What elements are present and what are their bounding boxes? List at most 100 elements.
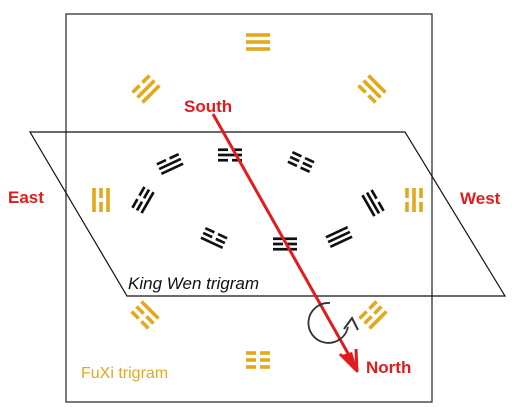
rotation-arrow-icon: [307, 302, 349, 344]
king-wen-trigram-line-solid: [140, 191, 155, 214]
king-wen-trigram-line-broken: [131, 198, 139, 209]
south-label: South: [184, 97, 232, 116]
king-wen-plane: [28, 131, 507, 297]
fuxi-trigram-line-broken: [405, 202, 409, 212]
fuxi-trigram-line-broken: [246, 358, 256, 362]
king-wen-trigram-lower-right: [325, 225, 353, 249]
fuxi-trigram-left: [92, 188, 110, 212]
king-wen-trigram-line-solid: [160, 162, 184, 176]
fuxi-trigram-line-broken: [99, 188, 103, 198]
fuxi-trigram-line-broken: [367, 94, 377, 104]
fuxi-trigram-line-broken: [419, 202, 423, 212]
king-wen-trigram-line-solid: [218, 153, 242, 157]
king-wen-trigram-upper-left: [156, 152, 184, 176]
fuxi-trigram-top: [246, 33, 270, 51]
king-wen-trigram-line-solid: [361, 194, 376, 217]
fuxi-trigram-line-broken: [260, 358, 270, 362]
fuxi-trigram-line-broken: [130, 310, 140, 320]
fuxi-trigram-line-solid: [246, 47, 270, 51]
fuxi-frame: [65, 13, 433, 403]
king-wen-trigram-left: [131, 186, 155, 214]
fuxi-trigram-line-solid: [136, 79, 156, 99]
fuxi-trigram-line-broken: [373, 305, 383, 315]
fuxi-trigram-line-broken: [135, 305, 145, 315]
fuxi-trigram-line-broken: [405, 188, 409, 198]
fuxi-caption: FuXi trigram: [81, 365, 168, 382]
king-wen-trigram-line-broken: [377, 201, 385, 212]
king-wen-trigram-line-broken: [291, 150, 302, 158]
fuxi-trigram-lower-left: [130, 300, 160, 330]
fuxi-trigram-line-broken: [140, 320, 150, 330]
fuxi-trigram-line-broken: [131, 84, 141, 94]
fuxi-trigram-line-solid: [246, 33, 270, 37]
fuxi-trigram-line-solid: [367, 74, 387, 94]
fuxi-trigram-line-broken: [363, 315, 373, 325]
king-wen-trigram-line-broken: [232, 148, 242, 152]
fuxi-trigram-right: [405, 188, 423, 212]
fuxi-trigram-line-broken: [260, 365, 270, 369]
fuxi-trigram-line-solid: [412, 188, 416, 212]
fuxi-trigram-line-broken: [141, 74, 151, 84]
fuxi-trigram-upper-left: [131, 74, 161, 104]
king-wen-trigram-line-broken: [287, 160, 298, 168]
fuxi-trigram-upper-right: [357, 74, 387, 104]
king-wen-trigram-line-broken: [204, 226, 215, 234]
fuxi-trigram-line-broken: [99, 202, 103, 212]
king-wen-caption: King Wen trigram: [128, 274, 259, 293]
king-wen-trigram-line-solid: [365, 191, 381, 215]
king-wen-trigram-line-broken: [302, 161, 313, 169]
king-wen-trigram-right: [361, 189, 385, 217]
fuxi-trigram-line-solid: [106, 188, 110, 212]
king-wen-trigram-line-broken: [273, 242, 283, 246]
king-wen-trigram-line-broken: [169, 152, 180, 160]
king-wen-trigram-line-broken: [289, 155, 300, 163]
north-label: North: [366, 358, 411, 377]
south-north-axis: [211, 113, 356, 365]
fuxi-trigram-bottom: [246, 351, 270, 369]
king-wen-trigram-line-broken: [135, 201, 144, 212]
fuxi-trigram-line-broken: [368, 300, 378, 310]
king-wen-trigram-line-broken: [300, 166, 311, 174]
king-wen-trigram-line-solid: [327, 230, 351, 244]
fuxi-trigram-line-broken: [145, 315, 155, 325]
king-wen-trigram-line-solid: [158, 157, 182, 171]
fuxi-trigram-line-solid: [140, 300, 160, 320]
fuxi-trigram-line-solid: [92, 188, 96, 212]
fuxi-trigram-lower-right: [358, 300, 388, 330]
fuxi-trigram-line-solid: [141, 84, 161, 104]
king-wen-trigram-line-broken: [218, 158, 228, 162]
king-wen-trigram-upper-right: [287, 150, 315, 174]
king-wen-trigram-line-broken: [142, 188, 151, 199]
east-label: East: [8, 188, 44, 207]
fuxi-trigram-line-solid: [368, 310, 388, 330]
fuxi-trigram-line-broken: [260, 351, 270, 355]
king-wen-trigram-group: [131, 148, 385, 251]
west-label: West: [460, 189, 501, 208]
king-wen-trigram-top: [218, 148, 242, 162]
king-wen-trigram-lower-left: [200, 226, 228, 250]
king-wen-trigram-line-broken: [156, 158, 167, 166]
king-wen-trigram-line-solid: [329, 235, 353, 249]
king-wen-trigram-line-broken: [138, 186, 146, 197]
king-wen-trigram-line-broken: [202, 231, 213, 239]
king-wen-trigram-line-solid: [325, 225, 349, 239]
king-wen-trigram-line-broken: [304, 156, 315, 164]
fuxi-trigram-group: [92, 33, 423, 369]
king-wen-trigram-line-solid: [273, 247, 297, 251]
fuxi-trigram-line-broken: [246, 351, 256, 355]
king-wen-trigram-line-broken: [232, 158, 242, 162]
fuxi-trigram-line-broken: [357, 84, 367, 94]
fuxi-trigram-line-solid: [246, 40, 270, 44]
king-wen-trigram-line-broken: [287, 242, 297, 246]
north-arrowhead-barbs: [338, 348, 359, 373]
king-wen-trigram-line-solid: [200, 236, 224, 250]
king-wen-trigram-line-broken: [370, 189, 378, 200]
fuxi-trigram-line-broken: [419, 188, 423, 198]
fuxi-trigram-line-broken: [358, 310, 368, 320]
rotation-arrowhead: [343, 316, 359, 331]
fuxi-trigram-line-broken: [246, 365, 256, 369]
king-wen-trigram-line-broken: [217, 232, 228, 240]
fuxi-trigram-line-solid: [362, 79, 382, 99]
king-wen-trigram-line-broken: [218, 148, 228, 152]
